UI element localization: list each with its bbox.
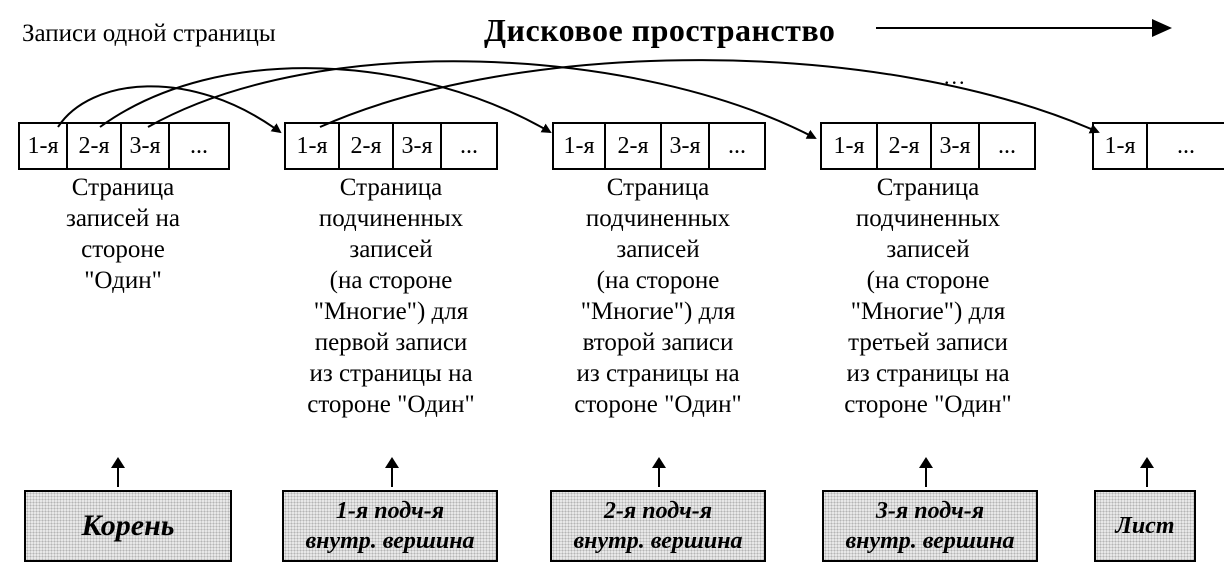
- record-cell: 2-я: [66, 124, 122, 168]
- record-cell: 2-я: [338, 124, 394, 168]
- up-arrow-icon: [111, 457, 125, 487]
- disk-space-title: Дисковое пространство: [484, 12, 836, 48]
- record-cell: 1-я: [1092, 124, 1148, 168]
- record-cell: 3-я: [392, 124, 442, 168]
- record-cell: 2-я: [876, 124, 932, 168]
- node-internal-3: 3-я подч-я внутр. вершина: [822, 490, 1038, 562]
- node-internal-2: 2-я подч-я внутр. вершина: [550, 490, 766, 562]
- record-cell: 2-я: [604, 124, 662, 168]
- caption-root-page: Страница записей на стороне "Один": [65, 174, 180, 294]
- record-cell: 3-я: [930, 124, 980, 168]
- pointer-root-rec3-to-page3: [147, 60, 817, 139]
- page-child-1: 1-я 2-я 3-я ...: [284, 122, 498, 170]
- record-cell: 1-я: [552, 124, 606, 168]
- record-cell-ellipsis: ...: [978, 124, 1036, 168]
- page-root-records: 1-я 2-я 3-я ...: [18, 122, 230, 170]
- node-leaf: Лист: [1094, 490, 1196, 562]
- pointer-root-rec2-to-page2: [99, 67, 552, 134]
- node-internal-1: 1-я подч-я внутр. вершина: [282, 490, 498, 562]
- page-child-2: 1-я 2-я 3-я ...: [552, 122, 766, 170]
- up-arrow-icon: [919, 457, 933, 487]
- up-arrow-icon: [1140, 457, 1154, 487]
- record-cell-ellipsis: ...: [168, 124, 230, 168]
- record-cell-ellipsis: ...: [708, 124, 766, 168]
- record-cell: 1-я: [284, 124, 340, 168]
- record-cell: 3-я: [120, 124, 170, 168]
- caption-child-page-3: Страница подчиненных записей (на стороне…: [844, 174, 1012, 418]
- continuation-dots: ...: [944, 64, 967, 89]
- node-root: Корень: [24, 490, 232, 562]
- page-child-3: 1-я 2-я 3-я ...: [820, 122, 1036, 170]
- record-cell: 3-я: [660, 124, 710, 168]
- record-cell: 1-я: [820, 124, 878, 168]
- record-cell: 1-я: [18, 124, 68, 168]
- disk-space-arrow-head: [1152, 19, 1172, 37]
- pointer-root-rec1-to-page1: [57, 85, 282, 134]
- header-records-label: Записи одной страницы: [22, 20, 276, 47]
- up-arrow-icon: [385, 457, 399, 487]
- caption-child-page-1: Страница подчиненных записей (на стороне…: [307, 174, 475, 418]
- record-cell-ellipsis: ...: [440, 124, 498, 168]
- up-arrow-icon: [652, 457, 666, 487]
- pointer-page1-rec1-to-leaf: [319, 59, 1100, 134]
- caption-child-page-2: Страница подчиненных записей (на стороне…: [574, 174, 742, 418]
- page-leaf: 1-я ...: [1092, 122, 1224, 170]
- record-cell-ellipsis: ...: [1146, 124, 1224, 168]
